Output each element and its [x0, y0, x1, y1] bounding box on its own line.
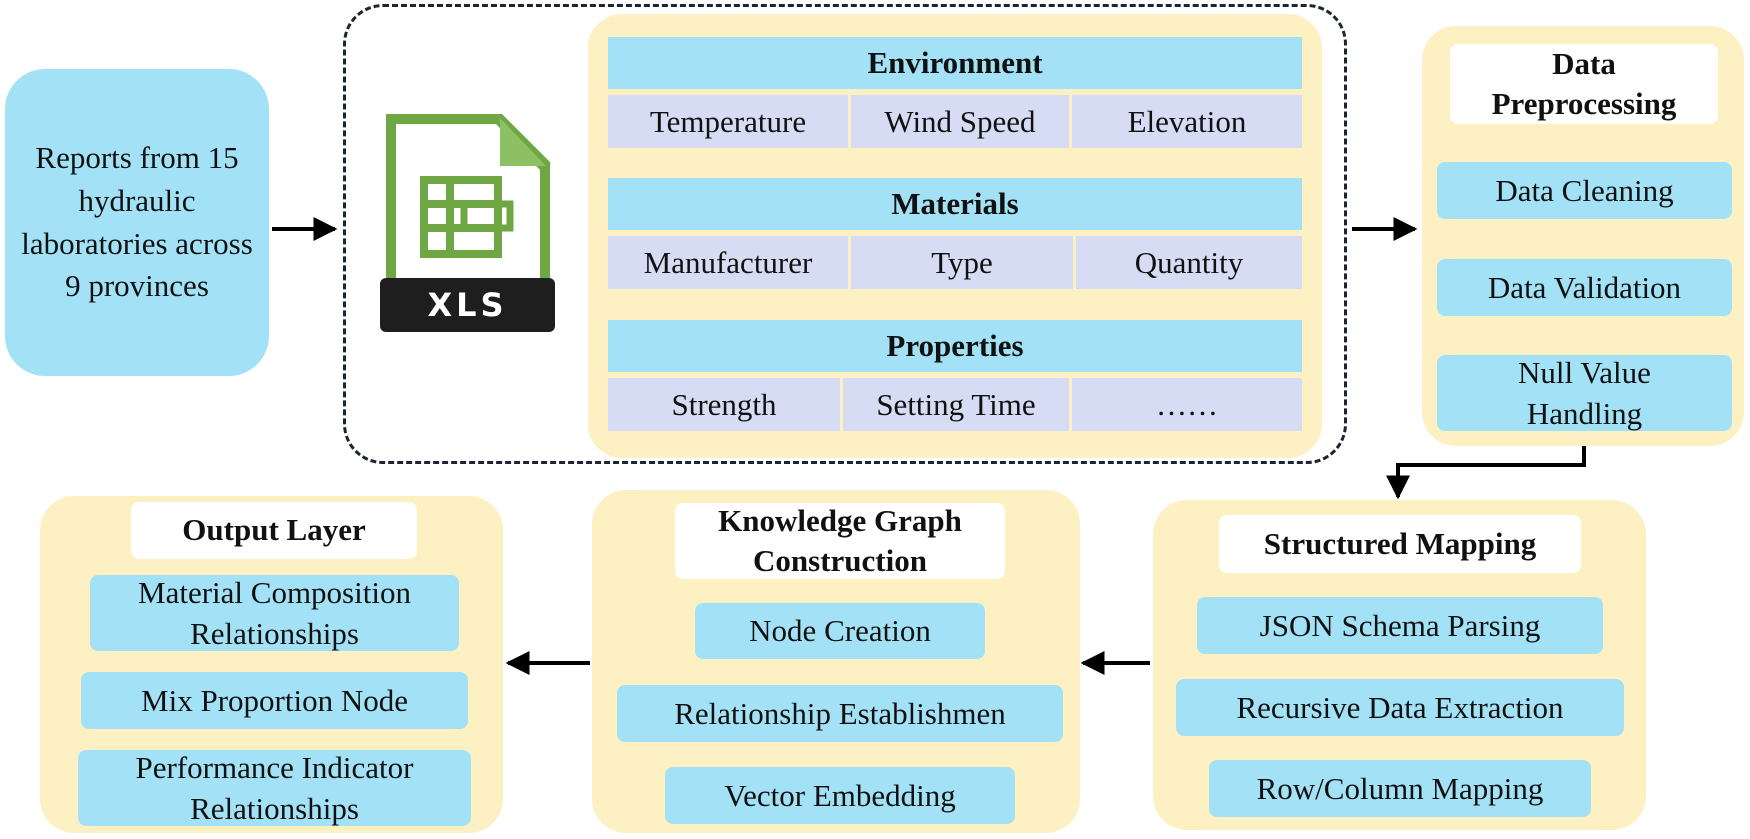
relationship-establishment-step: Relationship Establishmen	[617, 685, 1063, 742]
xls-label: XLS	[427, 286, 508, 324]
json-schema-parsing-step: JSON Schema Parsing	[1197, 597, 1603, 654]
row-column-mapping-step: Row/Column Mapping	[1209, 760, 1591, 817]
properties-cell-strength: Strength	[608, 378, 840, 431]
environment-header: Environment	[608, 37, 1302, 89]
environment-cell-elevation: Elevation	[1072, 95, 1302, 148]
properties-header: Properties	[608, 320, 1302, 372]
null-value-handling-step: Null Value Handling	[1437, 355, 1732, 431]
environment-cell-temperature: Temperature	[608, 95, 848, 148]
vector-embedding-step: Vector Embedding	[665, 767, 1015, 824]
materials-cell-manufacturer: Manufacturer	[608, 236, 848, 289]
data-validation-step: Data Validation	[1437, 259, 1732, 316]
properties-cell-setting-time: Setting Time	[843, 378, 1069, 431]
preprocessing-title: Data Preprocessing	[1450, 44, 1718, 124]
materials-cell-type: Type	[851, 236, 1073, 289]
material-composition-output: Material Composition Relationships	[90, 575, 459, 651]
data-cleaning-step: Data Cleaning	[1437, 162, 1732, 219]
properties-cell-more: ……	[1072, 378, 1302, 431]
performance-indicator-output: Performance Indicator Relationships	[78, 750, 471, 826]
mapping-title: Structured Mapping	[1219, 515, 1581, 573]
output-title: Output Layer	[131, 502, 417, 559]
xls-file-graphic	[380, 114, 555, 332]
environment-cell-wind-speed: Wind Speed	[851, 95, 1069, 148]
source-reports-box: Reports from 15 hydraulic laboratories a…	[5, 69, 269, 376]
node-creation-step: Node Creation	[695, 603, 985, 659]
mix-proportion-output: Mix Proportion Node	[81, 672, 468, 729]
materials-header: Materials	[608, 178, 1302, 230]
recursive-data-extraction-step: Recursive Data Extraction	[1176, 679, 1624, 736]
materials-cell-quantity: Quantity	[1076, 236, 1302, 289]
source-reports-text: Reports from 15 hydraulic laboratories a…	[21, 139, 253, 304]
dataset-container	[343, 4, 1347, 464]
xls-file-icon: XLS	[380, 110, 555, 334]
kg-title: Knowledge Graph Construction	[675, 503, 1005, 579]
